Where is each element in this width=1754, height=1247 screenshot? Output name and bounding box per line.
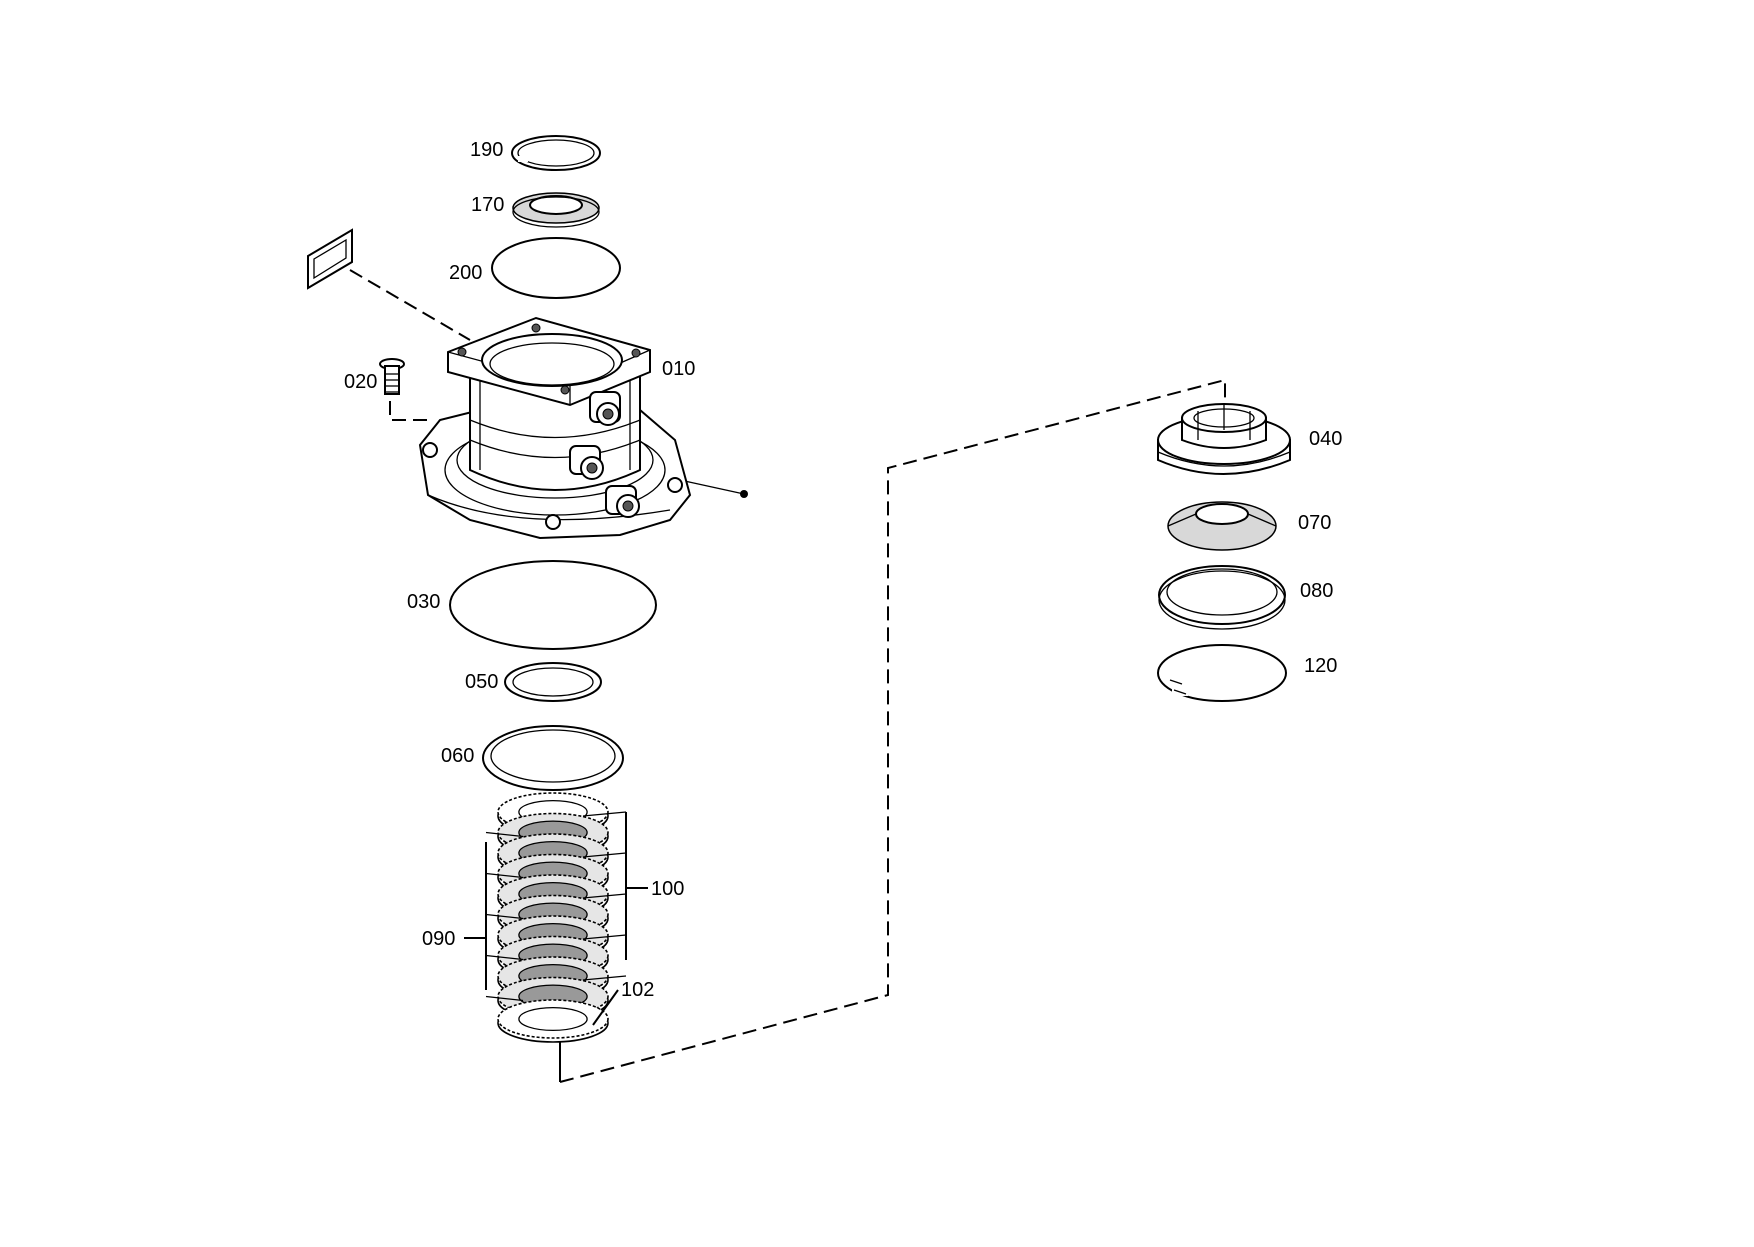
part-040-sleeve xyxy=(1157,403,1291,475)
part-050-ring xyxy=(504,662,602,702)
label-100: 100 xyxy=(651,878,685,900)
clutch-disc-102 xyxy=(497,999,609,1043)
part-170-seal-ring xyxy=(512,192,600,228)
disc-leader xyxy=(485,913,524,920)
disc-leader xyxy=(485,831,524,838)
part-190-snap-ring xyxy=(511,135,601,171)
disc-leader xyxy=(582,811,627,817)
label-080: 080 xyxy=(1300,580,1334,602)
label-030: 030 xyxy=(407,591,441,613)
disc-stack xyxy=(464,792,648,1082)
part-060-ring xyxy=(482,725,624,791)
disc-leader xyxy=(582,975,627,981)
label-plate xyxy=(307,228,353,290)
leader-102 xyxy=(592,989,619,1026)
label-102: 102 xyxy=(621,979,655,1001)
part-010-housing xyxy=(418,316,692,540)
label-170: 170 xyxy=(471,194,505,216)
label-190: 190 xyxy=(470,139,504,161)
part-070-conical-washer xyxy=(1167,501,1277,551)
part-120-snap-ring xyxy=(1157,644,1287,702)
label-060: 060 xyxy=(441,745,475,767)
label-plate-leader xyxy=(349,269,471,341)
disc-leader xyxy=(582,852,627,858)
disc-leader xyxy=(485,995,524,1002)
part-200-o-ring xyxy=(491,237,621,299)
label-120: 120 xyxy=(1304,655,1338,677)
part-020-bolt xyxy=(379,358,405,395)
ball-leader xyxy=(679,479,745,495)
label-090: 090 xyxy=(422,928,456,950)
disc-leader xyxy=(485,954,524,961)
disc-leader xyxy=(582,934,627,940)
disc-leader xyxy=(485,872,524,879)
label-020: 020 xyxy=(344,371,378,393)
part-030-o-ring xyxy=(449,560,657,650)
label-040: 040 xyxy=(1309,428,1343,450)
label-010: 010 xyxy=(662,358,696,380)
label-050: 050 xyxy=(465,671,499,693)
label-200: 200 xyxy=(449,262,483,284)
assembly-path-line xyxy=(559,378,1226,1083)
disc-leader xyxy=(582,893,627,899)
label-070: 070 xyxy=(1298,512,1332,534)
part-080-ring xyxy=(1158,565,1286,630)
ball xyxy=(740,490,748,498)
